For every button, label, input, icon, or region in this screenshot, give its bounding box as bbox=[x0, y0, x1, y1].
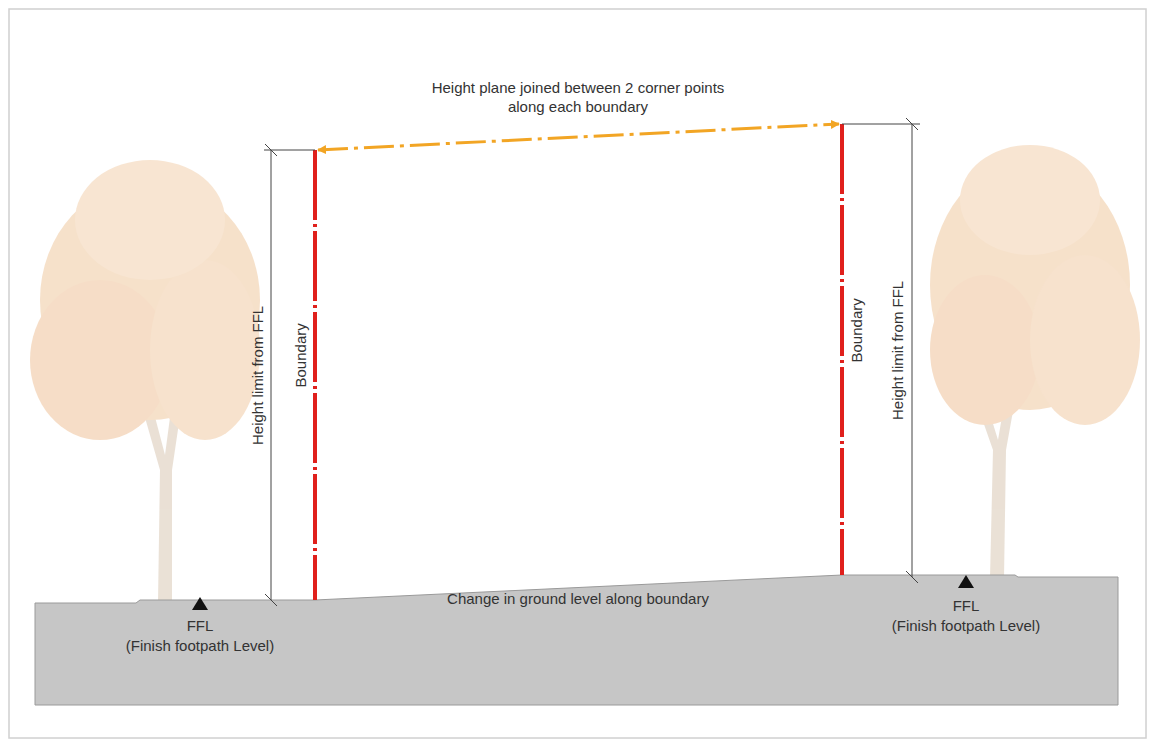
frame bbox=[9, 9, 1146, 738]
dimension-label: Height limit from FFL bbox=[890, 280, 909, 419]
dimension-label: Height limit from FFL bbox=[250, 305, 269, 444]
level-note: (Finish footpath Level) bbox=[892, 617, 1040, 636]
boundary-label: Boundary bbox=[848, 298, 867, 362]
dimension-line bbox=[264, 118, 920, 606]
plane-label: Height plane joined between 2 corner poi… bbox=[413, 79, 743, 117]
boundary-line bbox=[840, 124, 844, 575]
tree bbox=[930, 145, 1140, 578]
boundary-line bbox=[313, 150, 317, 600]
level-label: FFL bbox=[953, 597, 980, 616]
tree bbox=[30, 160, 260, 603]
height-plane-arrow bbox=[318, 124, 839, 150]
ground-section bbox=[35, 575, 1118, 705]
boundary-label: Boundary bbox=[292, 323, 311, 387]
level-note: (Finish footpath Level) bbox=[126, 637, 274, 656]
level-label: FFL bbox=[187, 617, 214, 636]
level-marker bbox=[192, 597, 208, 610]
ground-label: Change in ground level along boundary bbox=[447, 590, 709, 609]
level-marker bbox=[958, 575, 974, 588]
